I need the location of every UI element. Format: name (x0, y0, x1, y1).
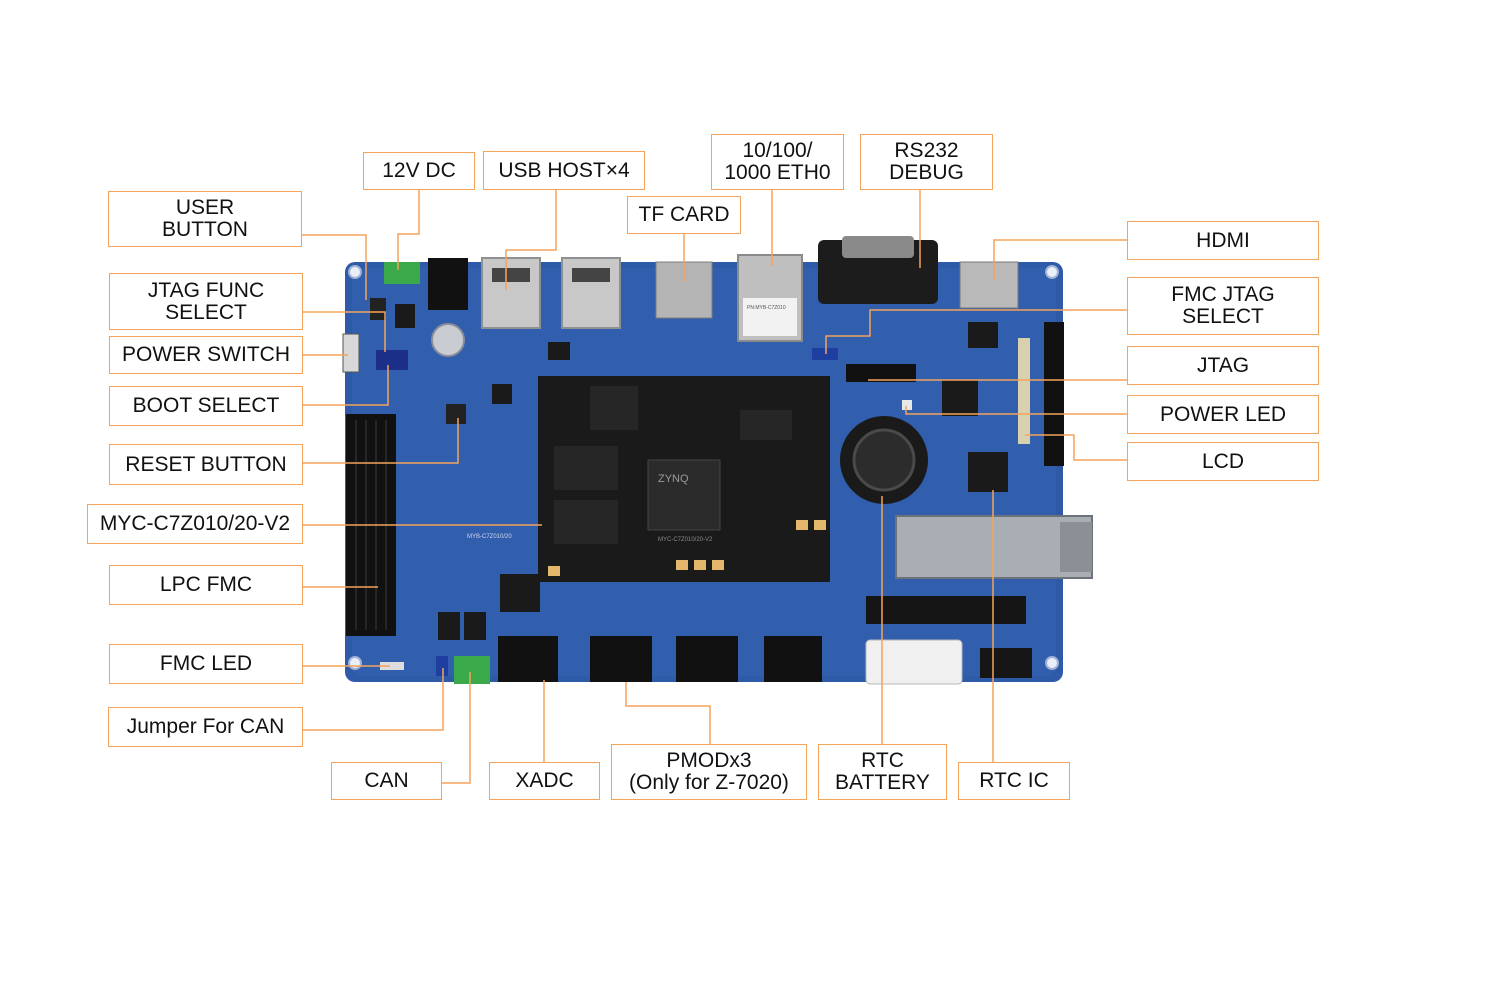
mounting-holes (348, 265, 1059, 670)
label-power-switch: POWER SWITCH (109, 336, 303, 374)
label-lpc-fmc: LPC FMC (109, 565, 303, 605)
molex-power (865, 639, 963, 685)
label-eth0: 10/100/ 1000 ETH0 (711, 134, 844, 190)
label-usb-host: USB HOST×4 (483, 151, 645, 190)
can-terminal-green (454, 656, 490, 684)
lcd-connector (1044, 322, 1064, 466)
label-pmod: PMODx3 (Only for Z-7020) (611, 744, 807, 800)
module-part-label: MYC-C7Z010/20-V2 (658, 537, 713, 543)
module-inductors (548, 520, 826, 576)
user-button-part (370, 298, 386, 320)
leader-boot-select (303, 365, 389, 406)
pcie-slot (866, 596, 1026, 624)
label-can: CAN (331, 762, 442, 800)
leader-can (442, 672, 471, 784)
ic-chips (395, 304, 1008, 640)
label-boot-select: BOOT SELECT (109, 386, 303, 426)
zynq-chip (647, 459, 721, 531)
leader-jtag-func (303, 311, 386, 352)
label-rtc-battery: RTC BATTERY (818, 744, 947, 800)
label-myc-module: MYC-C7Z010/20-V2 (87, 504, 303, 544)
sfp-opening (1060, 522, 1092, 572)
label-power-led: POWER LED (1127, 395, 1319, 434)
rtc-battery-cell (852, 428, 916, 492)
leader-fmc-jtag (825, 309, 1127, 354)
label-tf-card: TF CARD (627, 196, 741, 234)
label-lcd: LCD (1127, 442, 1319, 481)
dip-switch-part (376, 350, 408, 370)
sfp-cage (895, 515, 1093, 579)
zynq-chip-label: ZYNQ (658, 473, 689, 485)
leader-power-led (905, 406, 1127, 415)
eth-sticker-label: PN:MYB-C7Z010 (747, 305, 786, 311)
leader-hdmi (993, 239, 1127, 280)
leader-12vdc (397, 188, 420, 270)
leader-usb (505, 190, 557, 290)
leader-user-button (302, 234, 367, 300)
label-12v-dc: 12V DC (363, 152, 475, 190)
label-xadc: XADC (489, 762, 600, 800)
jtag-header (846, 364, 916, 382)
leader-lcd (1025, 434, 1127, 461)
leader-jumper-can (303, 668, 444, 731)
label-jumper-can: Jumper For CAN (108, 707, 303, 747)
leader-reset-button (303, 418, 459, 464)
label-rtc-ic: RTC IC (958, 762, 1070, 800)
lcd-fpc (1018, 338, 1030, 444)
fmc-led-part (380, 662, 404, 670)
label-fmc-led: FMC LED (109, 644, 303, 684)
bottom-headers (498, 636, 822, 682)
label-fmc-jtag-select: FMC JTAG SELECT (1127, 277, 1319, 335)
reset-button-part (446, 404, 466, 424)
baseboard-part-label: MYB-C7Z010/20 (467, 534, 512, 540)
dc-jack (428, 258, 468, 310)
ethernet-sticker (743, 298, 797, 336)
label-rs232: RS232 DEBUG (860, 134, 993, 190)
rs232-shell (842, 236, 914, 258)
leader-pmod (625, 682, 711, 744)
usb-ports (481, 257, 621, 329)
hdmi-connector (959, 261, 1019, 309)
label-user-button: USER BUTTON (108, 191, 302, 247)
can-jumper (436, 656, 448, 676)
label-jtag-func-select: JTAG FUNC SELECT (109, 273, 303, 330)
label-hdmi: HDMI (1127, 221, 1319, 260)
fmc-jtag-jumper (812, 348, 838, 360)
dc-terminal-green (384, 262, 420, 284)
label-reset-button: RESET BUTTON (109, 444, 303, 485)
capacitor (431, 323, 465, 357)
power-switch-part (342, 333, 360, 373)
power-led-part (902, 400, 912, 410)
sata-connector (980, 648, 1032, 678)
module-memory (554, 386, 792, 544)
label-jtag: JTAG (1127, 346, 1319, 385)
